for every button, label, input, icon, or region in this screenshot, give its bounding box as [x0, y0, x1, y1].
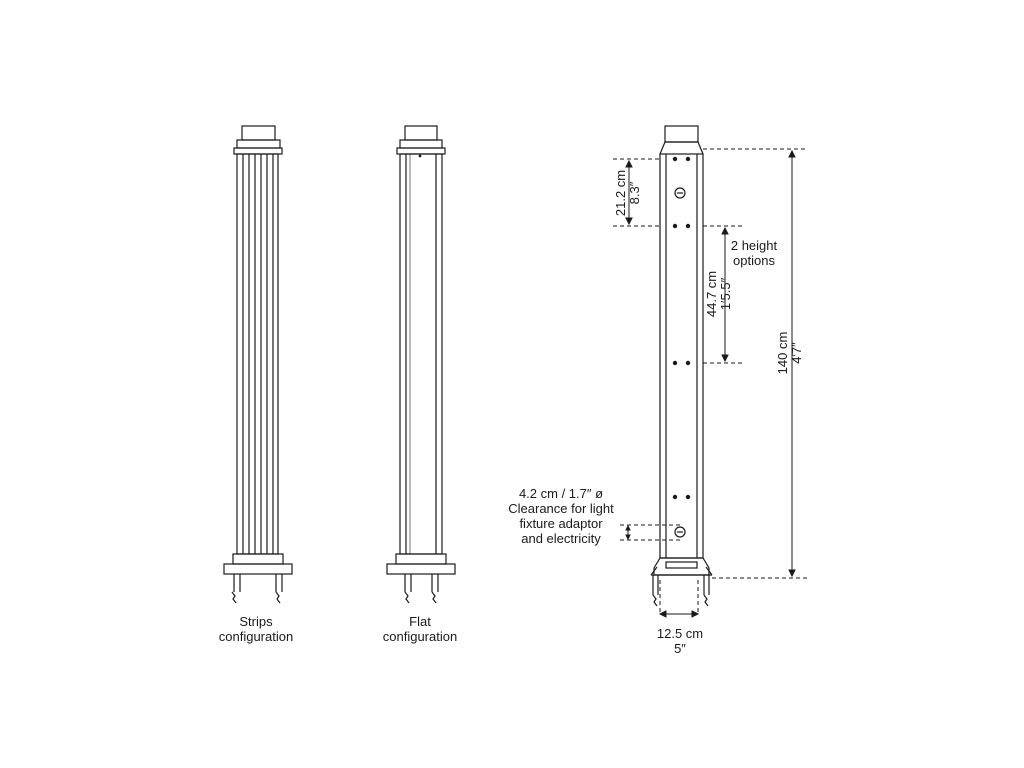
height-options-note-line2: options [733, 253, 775, 268]
dimensioned-post [650, 125, 713, 607]
height-options-note: 2 height options [718, 238, 790, 268]
height-option-label: 44.7 cm 1′5.5″ [704, 264, 735, 324]
flat-label-line1: Flat [409, 614, 431, 629]
total-height-imperial: 4′7″ [789, 342, 804, 364]
clearance-line3: fixture adaptor [519, 516, 603, 531]
total-height-label: 140 cm 4′7″ [775, 323, 806, 383]
clearance-note: 4.2 cm / 1.7″ ø Clearance for light fixt… [498, 486, 624, 546]
clearance-line1: 4.2 cm / 1.7″ ø [518, 486, 604, 501]
strips-label-line2: configuration [218, 629, 294, 644]
top-offset-label: 21.2 cm 8.3″ [613, 163, 644, 223]
width-metric: 12.5 cm [656, 626, 704, 641]
flat-label: Flat configuration [370, 614, 470, 644]
top-offset-imperial: 8.3″ [627, 181, 642, 205]
height-options-note-line1: 2 height [730, 238, 778, 253]
dimension-lines [613, 148, 808, 618]
top-offset-metric: 21.2 cm [613, 169, 628, 217]
clearance-line4: and electricity [521, 531, 601, 546]
flat-post [386, 125, 456, 604]
width-label: 12.5 cm 5″ [640, 626, 720, 656]
flat-label-line2: configuration [382, 629, 458, 644]
strips-label: Strips configuration [206, 614, 306, 644]
height-option-imperial: 1′5.5″ [718, 277, 733, 311]
total-height-metric: 140 cm [775, 331, 790, 375]
strips-label-line1: Strips [239, 614, 273, 629]
width-imperial: 5″ [674, 641, 686, 656]
clearance-line2: Clearance for light [508, 501, 614, 516]
strips-post [223, 125, 293, 604]
height-option-metric: 44.7 cm [704, 270, 719, 318]
